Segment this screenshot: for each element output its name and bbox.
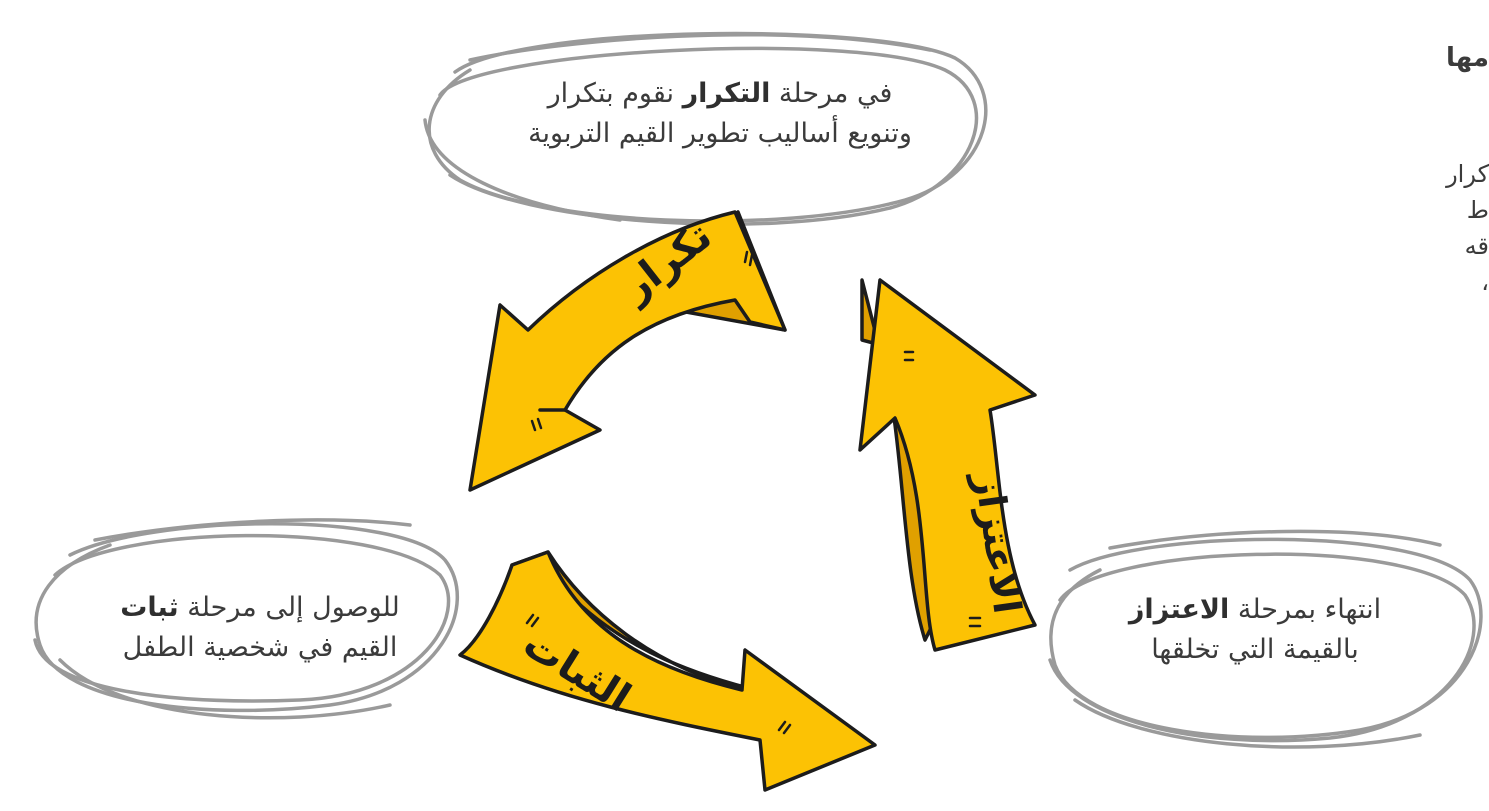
- bubble-right-line1: انتهاء بمرحلة الاعتزاز: [1128, 594, 1382, 625]
- side-line-4: ،: [1481, 268, 1489, 296]
- bubble-top-line1: في مرحلة التكرار نقوم بتكرار: [547, 78, 893, 109]
- stage-repeat-emphasis: التكرار: [682, 78, 771, 109]
- stage-stability-emphasis: ثبات: [120, 592, 179, 623]
- bubble-top-line2: وتنويع أساليب تطوير القيم التربوية: [528, 118, 912, 149]
- side-line-1: كرار: [1446, 160, 1489, 188]
- arrow-pride: الاعتزاز: [858, 278, 1037, 652]
- bubble-left-line1: للوصول إلى مرحلة ثبات: [120, 592, 400, 623]
- bubble-left-text: للوصول إلى مرحلة ثبات القيم في شخصية الط…: [60, 588, 460, 668]
- bubble-top-text: في مرحلة التكرار نقوم بتكرار وتنويع أسال…: [470, 74, 970, 154]
- bubble-left-outline: [33, 518, 460, 720]
- bubble-top-outline: [423, 31, 988, 226]
- side-text-fragment: مها كرار ط قه ،: [1410, 20, 1489, 300]
- side-line-2: ط: [1466, 196, 1489, 224]
- bubble-left-line2: القيم في شخصية الطفل: [122, 632, 398, 663]
- bubble-right-line2: بالقيمة التي تخلقها: [1151, 634, 1359, 665]
- side-line-3: قه: [1464, 232, 1489, 260]
- arrow-repeat: تكرار: [468, 210, 787, 492]
- stage-pride-emphasis: الاعتزاز: [1128, 594, 1230, 625]
- bubble-right-text: انتهاء بمرحلة الاعتزاز بالقيمة التي تخلق…: [1060, 590, 1450, 670]
- bubble-right-outline: [1048, 529, 1483, 749]
- side-heading-fragment: مها: [1445, 43, 1489, 73]
- arrow-stability: الثبات: [458, 550, 877, 792]
